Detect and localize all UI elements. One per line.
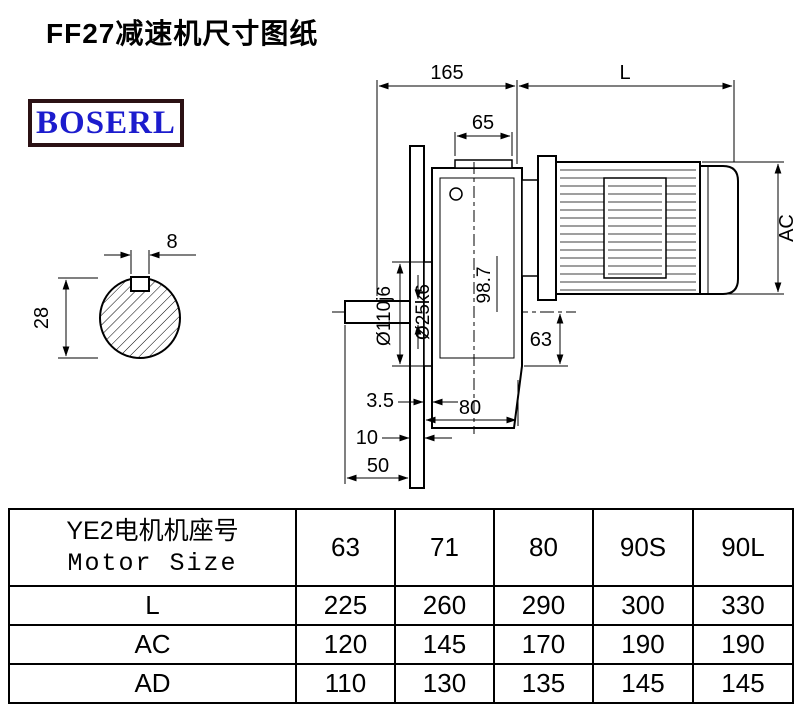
table-cell: 135: [493, 663, 594, 704]
table-cell: 290: [493, 585, 594, 626]
dim-63-label: 63: [530, 329, 552, 351]
table-cell-size: 80: [493, 508, 594, 587]
dim-3-5: 3.5: [366, 368, 458, 412]
dim-L-label: L: [619, 62, 630, 84]
table-cell: 300: [592, 585, 694, 626]
header-cn-label: YE2电机机座号: [66, 517, 239, 545]
housing-bolt-hole: [449, 187, 463, 201]
dim-65: 65: [454, 112, 513, 156]
keyway-slot: [130, 276, 150, 292]
dim-AC: AC: [702, 161, 798, 295]
dim-98-7-label: 98.7: [474, 267, 495, 304]
table-cell: 145: [692, 663, 794, 704]
dim-65-label: 65: [472, 112, 494, 134]
table-cell: 145: [394, 624, 495, 665]
table-row-AC: AC 120 145 170 190 190: [8, 624, 794, 665]
dim-80: 80: [425, 380, 519, 426]
table-header-row: YE2电机机座号 Motor Size 63 71 80 90S 90L: [8, 508, 794, 587]
table-cell: 145: [592, 663, 694, 704]
fan-cover: [699, 165, 739, 295]
dim-165-label: 165: [430, 62, 463, 84]
dim-80-label: 80: [459, 397, 481, 419]
motor-adapter: [521, 179, 539, 277]
dim-d110: Ø110j6: [374, 261, 424, 367]
dim-8-label: 8: [166, 231, 177, 253]
row-label: AC: [8, 624, 297, 665]
table-cell-size: 63: [295, 508, 396, 587]
motor-center-band: [603, 177, 667, 279]
brand-logo-text: BOSERL: [36, 104, 176, 141]
dim-d25-label: Ø25k6: [413, 284, 434, 340]
table-cell-size: 90S: [592, 508, 694, 587]
dim-keyway-width: 8: [104, 231, 196, 274]
brand-logo: BOSERL: [28, 99, 184, 147]
housing-top-boss: [454, 159, 513, 169]
table-cell: 110: [295, 663, 396, 704]
table-header-cell: YE2电机机座号 Motor Size: [8, 508, 297, 587]
row-label: L: [8, 585, 297, 626]
motor-size-table: YE2电机机座号 Motor Size 63 71 80 90S 90L L 2…: [8, 508, 794, 704]
page-title: FF27减速机尺寸图纸: [46, 18, 319, 49]
table-cell: 130: [394, 663, 495, 704]
header-en-label: Motor Size: [67, 548, 238, 578]
table-cell: 170: [493, 624, 594, 665]
housing-inner-wall: [439, 177, 515, 359]
dim-63: 63: [524, 313, 568, 367]
gearbox-motor-view: [332, 145, 739, 489]
table-cell-size: 71: [394, 508, 495, 587]
dim-d25: Ø25k6: [413, 275, 434, 349]
shaft-end-view: [99, 276, 181, 359]
dim-key-height: 28: [31, 277, 98, 359]
table-row-L: L 225 260 290 300 330: [8, 585, 794, 626]
table-cell: 120: [295, 624, 396, 665]
dim-10-label: 10: [356, 427, 378, 449]
dim-3-5-label: 3.5: [366, 390, 394, 412]
technical-drawing: 8 28 165 L 65: [31, 62, 798, 489]
dim-d110-label: Ø110j6: [374, 286, 395, 346]
dim-10: 10: [356, 427, 452, 449]
dim-28-label: 28: [31, 307, 53, 329]
dim-AC-label: AC: [776, 214, 798, 242]
motor-flange: [537, 155, 557, 301]
row-label: AD: [8, 663, 297, 704]
dim-50: 50: [344, 325, 409, 484]
dim-50-label: 50: [367, 455, 389, 477]
dim-98-7: 98.7: [474, 256, 498, 312]
table-cell: 190: [692, 624, 794, 665]
table-row-AD: AD 110 130 135 145 145: [8, 663, 794, 704]
table-cell: 225: [295, 585, 396, 626]
dim-top-165-L: 165 L: [376, 62, 735, 296]
table-cell: 330: [692, 585, 794, 626]
output-shaft: [344, 300, 411, 324]
table-cell: 260: [394, 585, 495, 626]
table-cell-size: 90L: [692, 508, 794, 587]
table-cell: 190: [592, 624, 694, 665]
motor-center-fins: [608, 185, 662, 275]
